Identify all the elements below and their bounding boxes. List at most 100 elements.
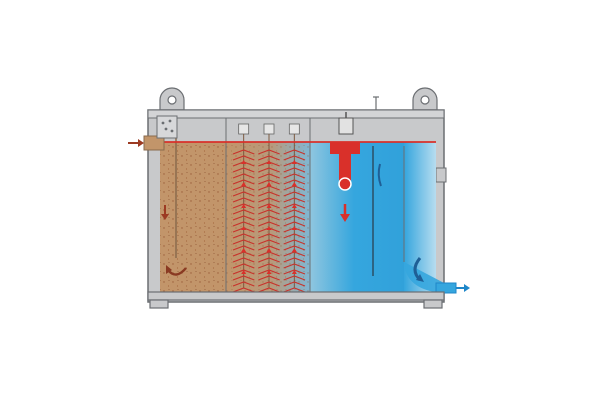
lamella-plate	[283, 191, 306, 197]
curved-arrow-icon	[166, 265, 187, 276]
section-dividers	[225, 118, 405, 292]
lamella-plate	[232, 167, 255, 173]
arrow-up-icon	[291, 248, 297, 252]
lamella-plate	[232, 215, 255, 221]
lamella-plate	[258, 287, 280, 293]
lamella-plate	[283, 221, 306, 227]
lamella-plate	[258, 197, 280, 203]
lamella-plate	[258, 257, 280, 263]
lamella-plate	[258, 167, 280, 173]
inlet-pipe	[143, 115, 178, 151]
lamella-plate	[283, 257, 306, 263]
arrow-up-icon	[241, 160, 247, 164]
arrow-up-icon	[266, 204, 272, 208]
lamella-plate	[232, 191, 255, 197]
lamella-plate	[232, 269, 255, 275]
lamella-plate	[258, 191, 280, 197]
lamella-plate	[258, 173, 280, 179]
lamella-plate	[232, 257, 255, 263]
lamella-plate	[283, 149, 306, 155]
lamella-plate	[232, 233, 255, 239]
lamella-hanger	[238, 123, 250, 135]
arrow-right-icon	[128, 139, 144, 147]
lamella-plate	[258, 233, 280, 239]
lamella-plate	[283, 269, 306, 275]
lamella-hanger	[288, 123, 300, 135]
lamella-plate	[232, 281, 255, 287]
lamella-plate	[258, 215, 280, 221]
flow-arrows	[128, 139, 470, 292]
lamella-plate	[283, 209, 306, 215]
lamella-plate	[258, 209, 280, 215]
lamella-hanger	[263, 123, 275, 135]
lamella-plate	[258, 281, 280, 287]
lamella-plate	[283, 155, 306, 161]
inlet-chamber-particles	[160, 142, 226, 292]
arrow-up-icon	[241, 226, 247, 230]
side-stiffener	[435, 167, 447, 183]
lamella-plate	[283, 263, 306, 269]
lamella-plate	[258, 239, 280, 245]
lamella-plate	[283, 287, 306, 293]
lamella-plate	[232, 209, 255, 215]
lamella-plate	[283, 215, 306, 221]
arrow-up-icon	[241, 182, 247, 186]
lamella-plate	[283, 203, 306, 209]
lamella-plate	[258, 245, 280, 251]
center-sludge-pipe	[330, 112, 360, 191]
lamella-plate	[232, 149, 255, 155]
arrow-up-icon	[266, 248, 272, 252]
lamella-plate	[258, 179, 280, 185]
arrow-down-icon	[161, 205, 169, 220]
lamella-plate	[283, 239, 306, 245]
lamella-plate	[232, 275, 255, 281]
lifting-lugs	[159, 87, 438, 111]
lamella-plate	[232, 239, 255, 245]
lamella-plate	[283, 179, 306, 185]
arrow-up-icon	[291, 270, 297, 274]
curved-arrow-icon	[413, 257, 424, 282]
arrow-right-icon	[456, 284, 470, 292]
tank-rim	[147, 109, 445, 119]
arrow-up-icon	[266, 182, 272, 186]
lamella-plate	[258, 263, 280, 269]
arrow-up-icon	[266, 160, 272, 164]
lamella-plate	[283, 275, 306, 281]
curved-arrow-icon	[377, 163, 382, 187]
lamella-pack	[232, 123, 255, 293]
arrow-up-icon	[266, 226, 272, 230]
lamella-plate	[258, 221, 280, 227]
lamella-plate	[283, 233, 306, 239]
lamella-plate	[283, 167, 306, 173]
arrow-up-icon	[291, 182, 297, 186]
lamella-plate	[232, 179, 255, 185]
lamella-plate	[283, 281, 306, 287]
lamella-plate	[283, 197, 306, 203]
lamella-plate	[232, 287, 255, 293]
lamella-pack	[258, 123, 280, 293]
lamella-plate	[258, 155, 280, 161]
lamella-plate	[283, 173, 306, 179]
lamella-plate	[232, 197, 255, 203]
arrow-up-icon	[291, 204, 297, 208]
arrow-up-icon	[241, 270, 247, 274]
arrow-up-icon	[241, 204, 247, 208]
tank-base	[147, 291, 445, 309]
arrow-down-icon	[340, 204, 350, 222]
lamella-plate	[232, 245, 255, 251]
lamella-plate	[232, 155, 255, 161]
lamella-plate	[232, 173, 255, 179]
lamella-plate	[232, 203, 255, 209]
arrow-up-icon	[241, 248, 247, 252]
lamella-pack	[283, 123, 306, 293]
lamella-plate	[258, 275, 280, 281]
lamella-plate	[258, 149, 280, 155]
lamella-plate	[283, 245, 306, 251]
lamella-plate	[232, 263, 255, 269]
arrow-up-icon	[291, 226, 297, 230]
lamella-packs	[232, 123, 306, 293]
arrow-up-icon	[266, 270, 272, 274]
arrow-up-icon	[291, 160, 297, 164]
lamella-plate	[232, 221, 255, 227]
